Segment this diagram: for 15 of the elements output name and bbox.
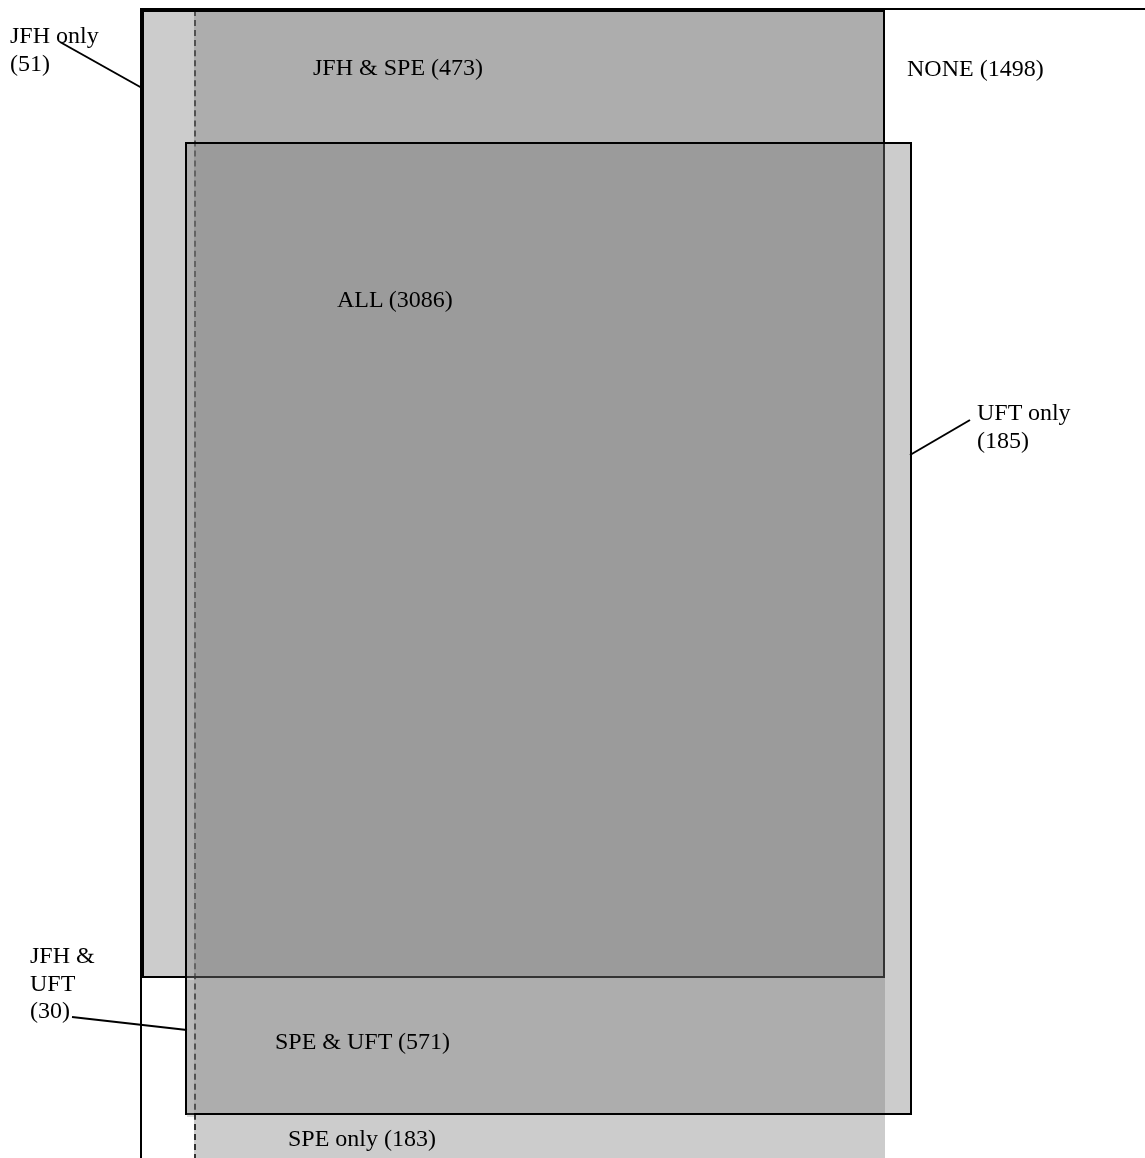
callout-label: JFH only (51) (10, 22, 110, 78)
callout-label: UFT only (185) (977, 399, 1107, 455)
set-rectangle (185, 142, 912, 1115)
region-label: ALL (3086) (337, 286, 453, 314)
leader-line (59, 41, 143, 89)
universe-box (140, 8, 1145, 1158)
leader-line (909, 419, 971, 456)
set-rectangle (142, 10, 885, 978)
leader-line (71, 1016, 188, 1031)
region-label: SPE & UFT (571) (275, 1028, 450, 1056)
callout-label: JFH & UFT (30) (30, 942, 96, 1025)
region-label: NONE (1498) (907, 55, 1044, 83)
region-label: JFH & SPE (473) (313, 54, 484, 82)
region-strip (187, 980, 194, 1117)
region-label: SPE only (183) (288, 1125, 436, 1153)
